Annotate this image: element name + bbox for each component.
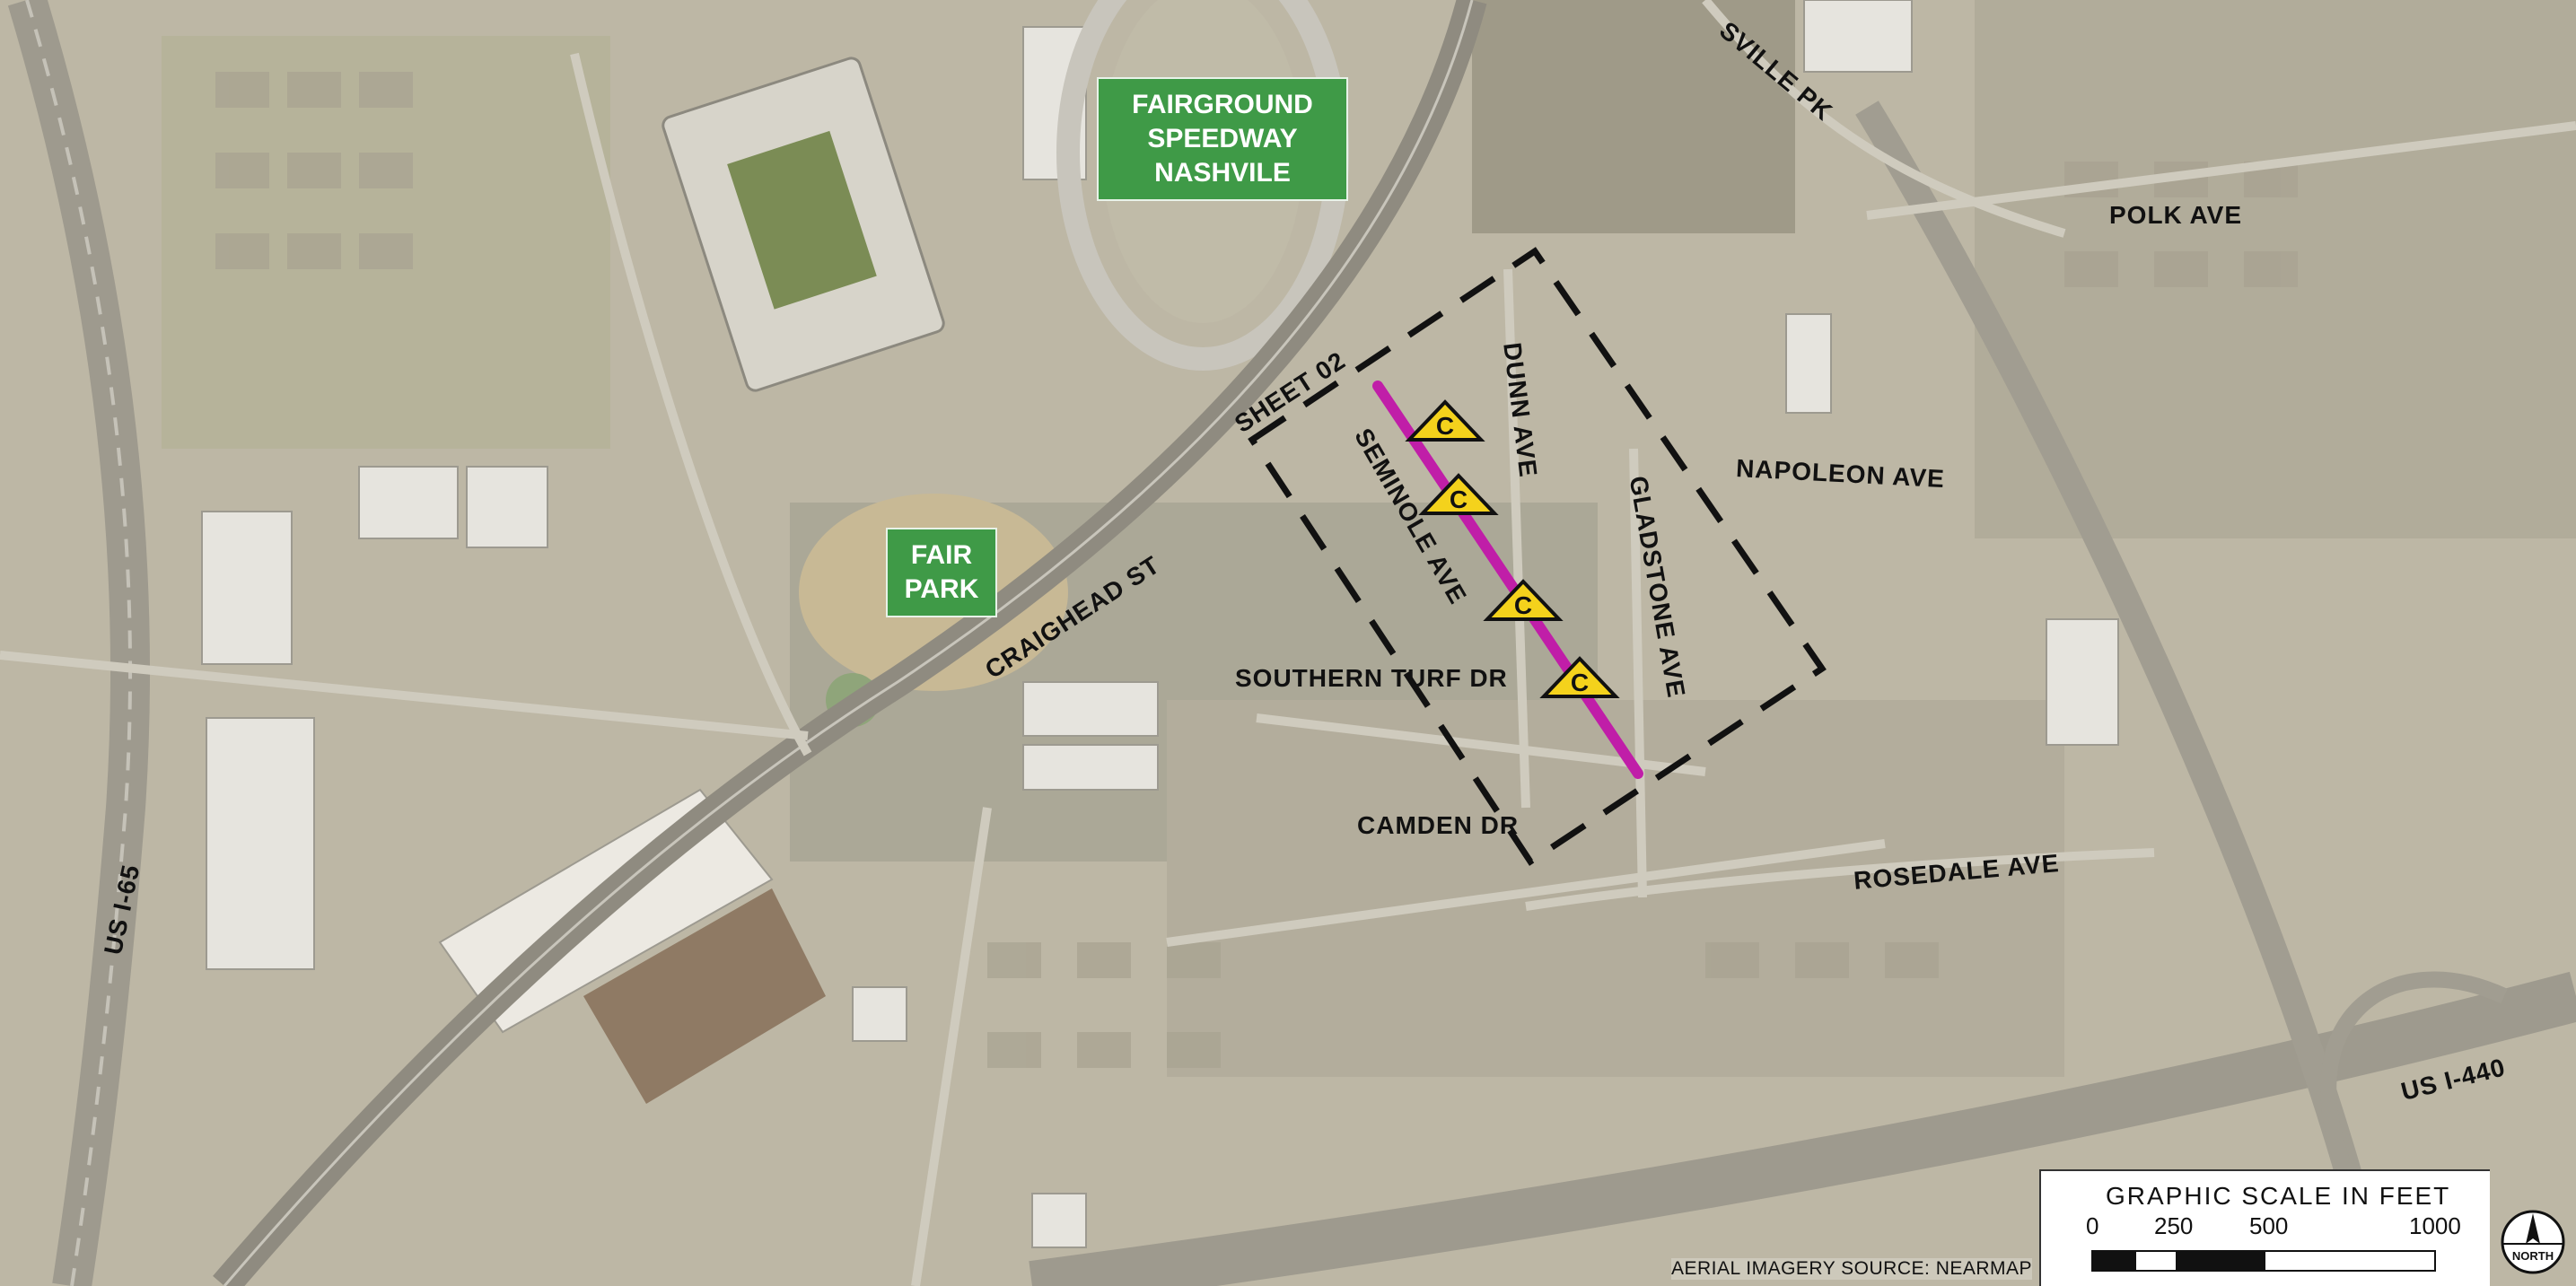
- construction-marker-1[interactable]: [1405, 399, 1485, 442]
- north-label: NORTH: [2512, 1249, 2554, 1263]
- imagery-source: AERIAL IMAGERY SOURCE: NEARMAP: [1671, 1258, 2033, 1280]
- scale-title: GRAPHIC SCALE IN FEET: [2106, 1182, 2451, 1210]
- scale-tick-500: 500: [2249, 1212, 2289, 1239]
- scale-bar-segment-4: [2264, 1250, 2436, 1272]
- scale-tick-250: 250: [2154, 1212, 2194, 1239]
- construction-marker-label: C: [1571, 669, 1589, 696]
- scale-bar-segment-2: [2134, 1250, 2177, 1272]
- place-label-speedway: FAIRGROUND SPEEDWAY NASHVILE: [1097, 77, 1348, 201]
- graphic-scale: GRAPHIC SCALE IN FEET 0 250 500 1000: [2039, 1169, 2490, 1286]
- construction-marker-3[interactable]: [1483, 579, 1564, 621]
- north-arrow-icon: NORTH: [2501, 1210, 2565, 1274]
- scale-bar-segment-3: [2177, 1250, 2264, 1272]
- project-boundary: [1248, 247, 1827, 866]
- construction-marker-label: C: [1514, 591, 1532, 619]
- road-label-polk-ave: POLK AVE: [2109, 201, 2243, 229]
- construction-marker-label: C: [1436, 412, 1454, 440]
- construction-marker-4[interactable]: [1539, 656, 1620, 698]
- construction-marker-label: C: [1450, 486, 1468, 513]
- road-label-southern-turf-dr: SOUTHERN TURF DR: [1235, 664, 1508, 692]
- scale-tick-1000: 1000: [2409, 1212, 2461, 1239]
- construction-marker-2[interactable]: [1418, 473, 1499, 515]
- scale-tick-0: 0: [2086, 1212, 2099, 1239]
- place-label-fair-park: FAIR PARK: [886, 528, 997, 617]
- scale-bar-segment-1: [2091, 1250, 2134, 1272]
- project-line: [1372, 381, 1643, 779]
- road-label-camden-dr: CAMDEN DR: [1357, 811, 1520, 839]
